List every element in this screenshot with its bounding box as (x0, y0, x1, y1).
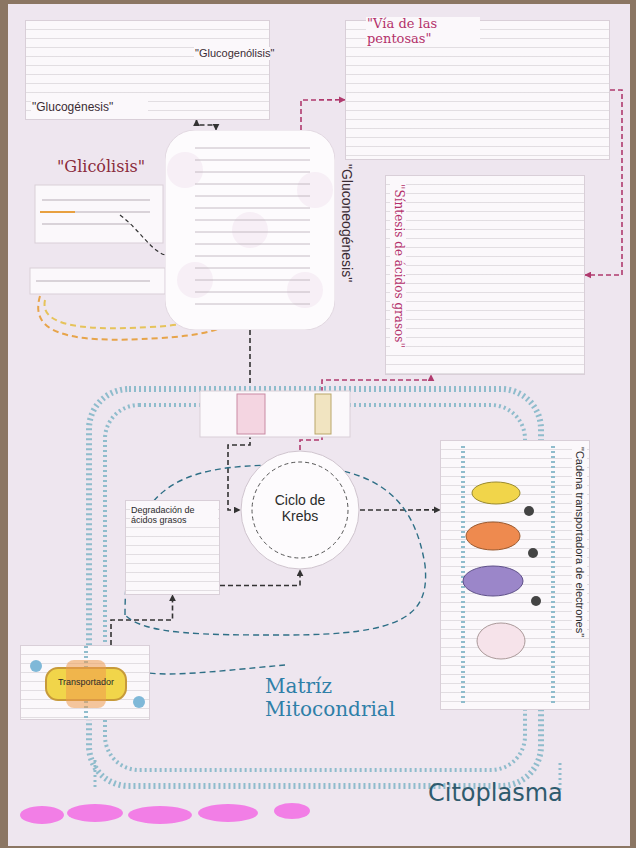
node-title: Transportador (51, 677, 121, 687)
node-subtitle: "Gluconeogénesis" (339, 164, 355, 282)
cloud-outline (165, 130, 335, 330)
pathway-cloud: "Glicólisis""Gluconeogénesis" (165, 130, 335, 330)
pathway-panel: "Vía de las pentosas" (345, 20, 610, 160)
node-title: Matríz Mitocondrial (265, 675, 440, 721)
lactate-panel (30, 268, 165, 294)
node-title: "Vía de las pentosas" (366, 17, 480, 47)
pathway-panel: Degradación de ácidos grasos (125, 500, 220, 595)
node-title: Degradación de ácidos grasos (130, 505, 218, 526)
pathway-arrow (111, 595, 173, 645)
pathway-panel: "Glucogénesis" "Glucogenólisis" (25, 20, 270, 120)
region-label: Citoplasma (428, 780, 563, 808)
redaction-scribble (20, 803, 310, 824)
pathway-arrow (301, 100, 345, 130)
dashed-line (120, 215, 165, 255)
mitochondrion: Matríz Mitocondrial Ciclo de Krebs Degrada… (85, 385, 545, 790)
fermentation-panel (35, 185, 163, 243)
node-title: "Glucogénesis" (31, 101, 148, 115)
pathway-arrow (220, 570, 300, 586)
node-subtitle: "Glucogenólisis" (194, 47, 270, 60)
etc-outline (441, 441, 591, 711)
cycle-circle: Ciclo de Krebs (240, 450, 360, 570)
pathway-arrow (360, 509, 440, 511)
paper-sheet (8, 4, 630, 846)
node-title: Ciclo de Krebs (255, 492, 345, 524)
node-title: "Síntesis de ácidos grasos" (390, 184, 406, 348)
pathway-arrow (197, 120, 217, 130)
transporter-panel: Transportador (20, 645, 150, 720)
pathway-panel: "Síntesis de ácidos grasos" (385, 175, 585, 375)
node-title: "Cadena transportadora de electrones" (572, 447, 587, 637)
node-title: "Glicólisis" (57, 158, 161, 176)
pathway-panel: "Cadena transportadora de electrones" (440, 440, 590, 710)
